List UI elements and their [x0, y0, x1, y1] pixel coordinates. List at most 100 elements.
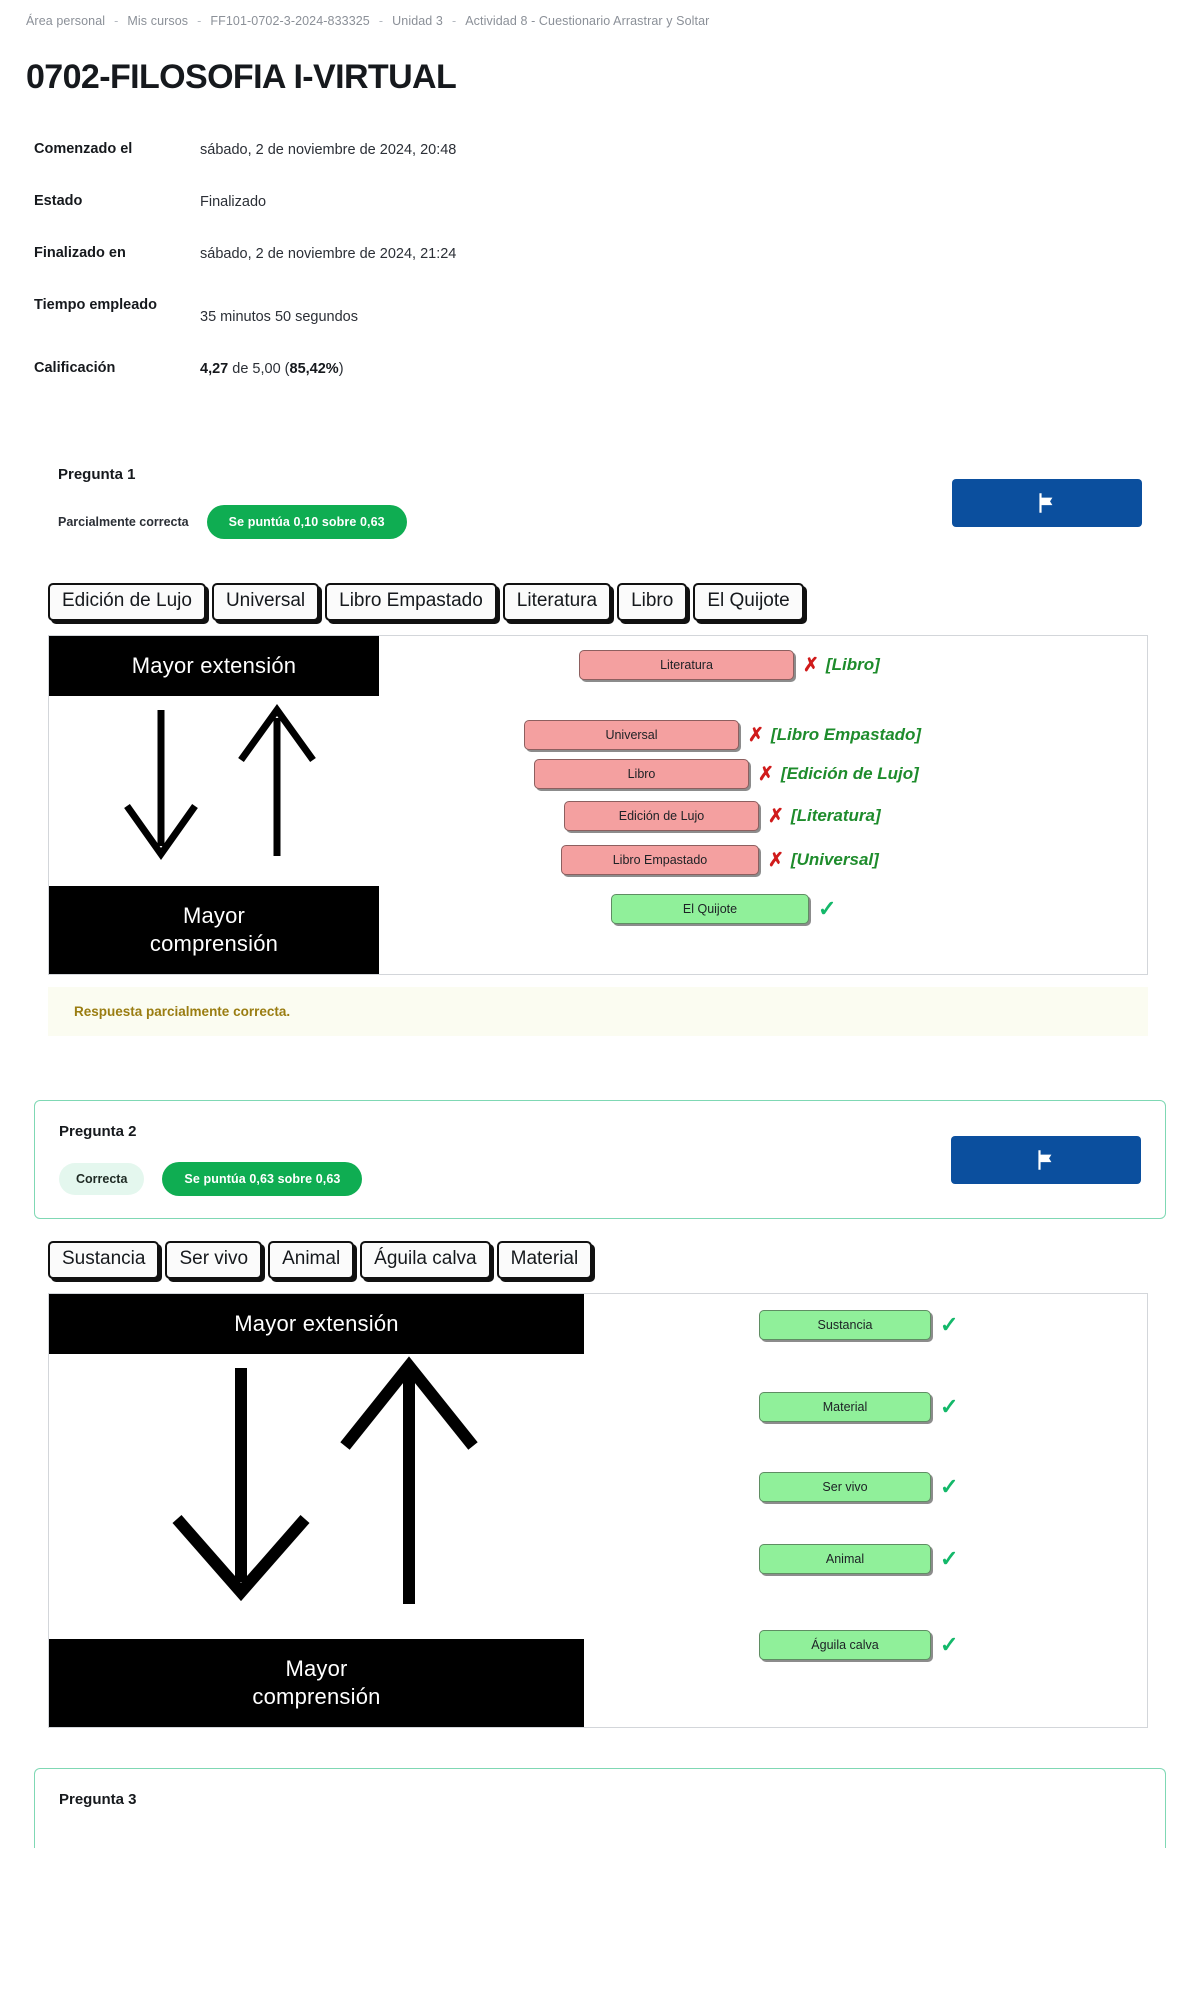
- answer-row: Libro Empastado ✗ [Universal]: [561, 845, 879, 876]
- diagram-drop-panel-2: Sustancia ✓ Material ✓ Ser vivo ✓ Animal…: [584, 1294, 1147, 1728]
- drag-token[interactable]: Libro Empastado: [325, 583, 497, 622]
- answer-row: Animal ✓: [759, 1544, 958, 1575]
- answer-row: Literatura ✗ [Libro]: [579, 650, 880, 681]
- correct-answer-text: [Edición de Lujo]: [780, 764, 919, 784]
- summary-key: Comenzado el: [34, 141, 133, 157]
- question-header-3: Pregunta 3: [34, 1768, 1166, 1849]
- dropped-chip[interactable]: Animal: [759, 1544, 931, 1575]
- correct-mark-icon: ✓: [940, 1394, 959, 1420]
- flag-question-button[interactable]: [951, 1135, 1141, 1184]
- dropped-chip[interactable]: Universal: [524, 720, 739, 751]
- drag-token[interactable]: Águila calva: [360, 1241, 491, 1280]
- quiz-review-page: Área personal-Mis cursos-FF101-0702-3-20…: [0, 0, 1200, 1849]
- drag-token[interactable]: Literatura: [502, 583, 612, 622]
- attempt-summary-table: Comenzado el sábado, 2 de noviembre de 2…: [34, 139, 754, 380]
- answer-row: Águila calva ✓: [759, 1630, 959, 1661]
- question-number: Pregunta 3: [59, 1791, 137, 1809]
- incorrect-mark-icon: ✗: [748, 724, 764, 746]
- summary-value: 4,27 de 5,00 (85,42%): [200, 358, 344, 380]
- incorrect-mark-icon: ✗: [768, 849, 784, 871]
- flag-icon: [1034, 490, 1060, 516]
- question-state: Correcta: [59, 1163, 145, 1196]
- dropped-chip[interactable]: Libro Empastado: [561, 845, 759, 876]
- breadcrumb-item-0[interactable]: Área personal: [26, 14, 106, 28]
- correct-mark-icon: ✓: [818, 896, 837, 922]
- breadcrumb-item-1[interactable]: Mis cursos: [127, 14, 189, 28]
- question-header-2: Pregunta 2 Correcta Se puntúa 0,63 sobre…: [34, 1100, 1166, 1220]
- correct-answer-text: [Universal]: [790, 850, 879, 870]
- question-number: Pregunta 2: [59, 1123, 137, 1141]
- dropped-chip[interactable]: Águila calva: [759, 1630, 931, 1661]
- incorrect-mark-icon: ✗: [803, 654, 819, 676]
- question-diagram-2: Mayor extensión Mayor comprensi: [48, 1293, 1148, 1729]
- dropped-chip[interactable]: Literatura: [579, 650, 794, 681]
- answer-row: Edición de Lujo ✗ [Literatura]: [564, 801, 881, 832]
- breadcrumb: Área personal-Mis cursos-FF101-0702-3-20…: [0, 0, 1200, 28]
- summary-key: Calificación: [34, 360, 116, 377]
- dropped-chip[interactable]: Edición de Lujo: [564, 801, 759, 832]
- drag-token[interactable]: Libro: [617, 583, 688, 622]
- diagram-drop-panel-1: Literatura ✗ [Libro] Universal ✗ [Libro …: [379, 636, 1147, 975]
- correct-mark-icon: ✓: [940, 1632, 959, 1658]
- summary-row-estado: Estado Finalizado: [34, 191, 754, 213]
- breadcrumb-separator: -: [197, 14, 202, 28]
- diagram-scale-panel: Mayor extensión Mayor comprensi: [49, 1294, 584, 1728]
- drag-token-bank-1: Edición de Lujo Universal Libro Empastad…: [48, 583, 1200, 622]
- answer-row: Libro ✗ [Edición de Lujo]: [534, 759, 919, 790]
- breadcrumb-item-4: Actividad 8 - Cuestionario Arrastrar y S…: [465, 14, 710, 28]
- drag-token[interactable]: Sustancia: [48, 1241, 160, 1280]
- summary-key: Tiempo empleado: [34, 297, 158, 314]
- summary-value: 35 minutos 50 segundos: [200, 309, 358, 326]
- question-number: Pregunta 1: [58, 466, 136, 484]
- drag-token[interactable]: Material: [496, 1241, 593, 1280]
- drag-token[interactable]: Animal: [268, 1241, 355, 1280]
- grade-of: de 5,00 (: [228, 361, 290, 378]
- dropped-chip[interactable]: Libro: [534, 759, 749, 790]
- summary-row-calificacion: Calificación 4,27 de 5,00 (85,42%): [34, 358, 754, 380]
- question-status-line: Parcialmente correcta Se puntúa 0,10 sob…: [58, 505, 1142, 540]
- summary-row-finalizado: Finalizado en sábado, 2 de noviembre de …: [34, 243, 754, 265]
- question-header-1: Pregunta 1 Parcialmente correcta Se punt…: [34, 444, 1166, 562]
- correct-answer-text: [Literatura]: [790, 806, 881, 826]
- question-feedback-1: Respuesta parcialmente correcta.: [48, 987, 1148, 1037]
- answer-row: El Quijote ✓: [611, 894, 837, 925]
- dropped-chip[interactable]: Ser vivo: [759, 1472, 931, 1503]
- breadcrumb-separator: -: [114, 14, 119, 28]
- drag-token[interactable]: Ser vivo: [165, 1241, 263, 1280]
- diagram-arrows: [49, 696, 379, 886]
- drag-token[interactable]: Universal: [211, 583, 320, 622]
- diagram-scale-panel: Mayor extensión Mayor comprensi: [49, 636, 379, 975]
- summary-value: sábado, 2 de noviembre de 2024, 20:48: [200, 142, 457, 158]
- dropped-chip[interactable]: Sustancia: [759, 1310, 931, 1341]
- answer-row: Universal ✗ [Libro Empastado]: [524, 720, 921, 751]
- dropped-chip[interactable]: Material: [759, 1392, 931, 1423]
- drag-token[interactable]: Edición de Lujo: [48, 583, 206, 622]
- question-state: Parcialmente correcta: [58, 515, 189, 530]
- question-diagram-1: Mayor extensión Mayor comprensi: [48, 635, 1148, 976]
- dropped-chip[interactable]: El Quijote: [611, 894, 809, 925]
- breadcrumb-item-2[interactable]: FF101-0702-3-2024-833325: [210, 14, 370, 28]
- question-grade-badge: Se puntúa 0,63 sobre 0,63: [162, 1162, 363, 1197]
- diagram-bottom-line2: comprensión: [149, 930, 279, 956]
- flag-question-button[interactable]: [952, 478, 1142, 527]
- drag-token[interactable]: El Quijote: [693, 583, 804, 622]
- arrow-down-icon: [172, 1368, 310, 1602]
- diagram-bottom-line2: comprensión: [252, 1683, 381, 1709]
- diagram-bottom-line1: Mayor: [285, 1655, 348, 1681]
- summary-row-tiempo: Tiempo empleado 35 minutos 50 segundos: [34, 295, 754, 328]
- diagram-top-band: Mayor extensión: [234, 1311, 399, 1337]
- summary-row-comenzado: Comenzado el sábado, 2 de noviembre de 2…: [34, 139, 754, 161]
- breadcrumb-item-3[interactable]: Unidad 3: [392, 14, 443, 28]
- question-status-line: Correcta Se puntúa 0,63 sobre 0,63: [59, 1162, 1141, 1197]
- grade-percent: 85,42%: [289, 361, 339, 378]
- correct-answer-text: [Libro]: [825, 655, 880, 675]
- incorrect-mark-icon: ✗: [768, 805, 784, 827]
- diagram-arrows: [49, 1354, 584, 1639]
- arrow-up-icon: [340, 1356, 478, 1605]
- diagram-top-band: Mayor extensión: [131, 653, 297, 679]
- incorrect-mark-icon: ✗: [758, 763, 774, 785]
- diagram-bottom-line1: Mayor: [182, 902, 246, 928]
- page-title: 0702-FILOSOFIA I-VIRTUAL: [26, 58, 457, 96]
- question-grade-badge: Se puntúa 0,10 sobre 0,63: [206, 505, 407, 540]
- diagram-bottom-band: Mayor comprensión: [49, 886, 379, 974]
